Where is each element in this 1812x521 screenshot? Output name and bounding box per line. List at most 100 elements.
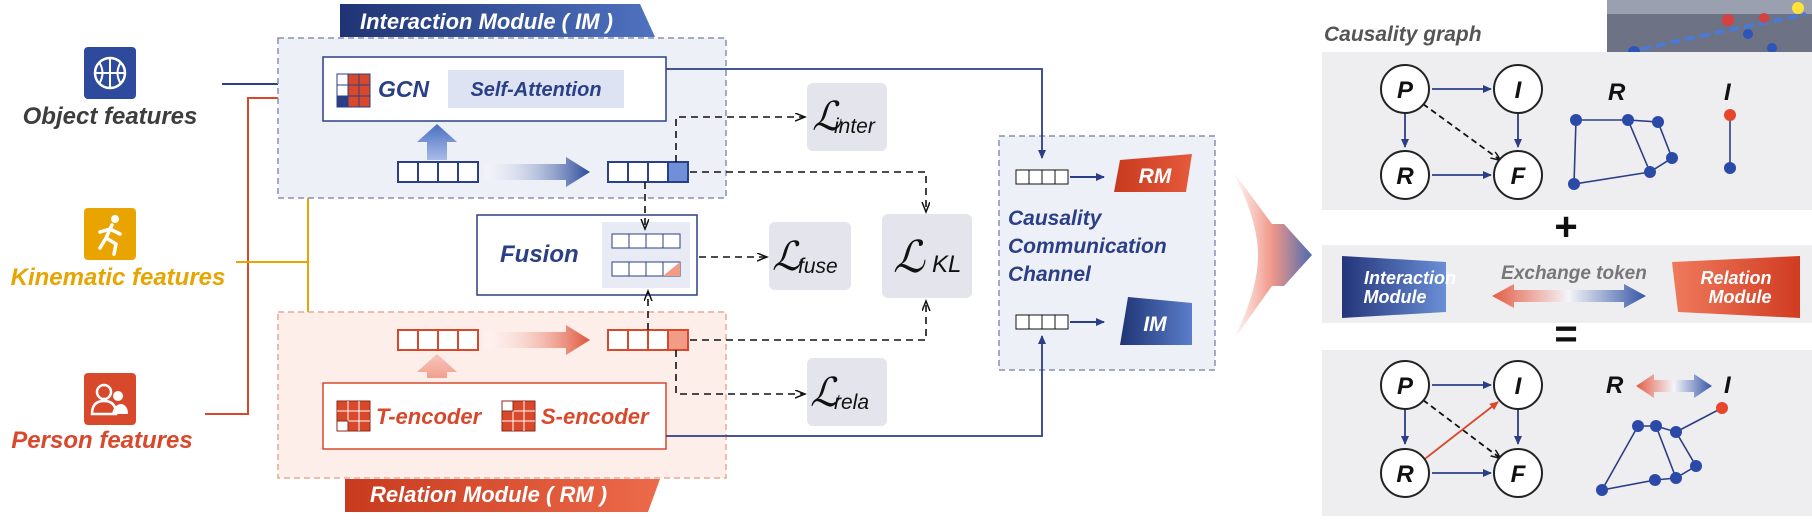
rm-token-sequence-1 [397, 329, 479, 351]
bottom-node-i: I [1493, 360, 1543, 410]
bottom-causal-graph [1401, 381, 1522, 477]
person-features-label: Person features [11, 427, 192, 454]
interaction-module-chip-line2: Module [1364, 287, 1427, 307]
t-encoder-matrix-icon [336, 400, 371, 432]
im-token-sequence-1 [397, 161, 479, 183]
object-features-label: Object features [23, 103, 198, 130]
t-encoder-label: T-encoder [376, 404, 483, 429]
ri-right-label: I [1724, 372, 1732, 399]
relation-module-chip-line1: Relation [1700, 268, 1771, 288]
fusion-label: Fusion [500, 241, 579, 268]
relation-module-chip-line2: Module [1709, 287, 1772, 307]
self-attention-block [448, 70, 624, 108]
im-token-sequence-2 [607, 161, 689, 183]
s-encoder-label: S-encoder [541, 404, 650, 429]
svg-text:R: R [1396, 461, 1414, 488]
ccc-rm-token [1015, 169, 1069, 185]
interaction-module: Interaction Module ( IM ) GCN Self-Atten… [277, 4, 727, 199]
top-node-p: P [1380, 64, 1430, 114]
loss-fuse: ℒ fuse [769, 222, 851, 290]
kinematic-features-label: Kinematic features [11, 264, 226, 291]
relation-module-banner [345, 479, 660, 512]
self-attention-label: Self-Attention [470, 79, 601, 101]
r-graph-label: R [1608, 79, 1626, 106]
encoder-up-arrow [417, 354, 457, 378]
people-icon [84, 373, 136, 425]
relation-module: Relation Module ( RM ) T-encoder S-en [277, 311, 727, 512]
interaction-module-chip [1342, 256, 1446, 318]
bottom-node-f: F [1493, 448, 1543, 498]
svg-text:R: R [1396, 163, 1414, 190]
gcn-matrix-icon [336, 73, 371, 108]
causality-channel: RM Causality Communication Channel IM [998, 135, 1216, 371]
big-transition-arrow [1232, 170, 1312, 342]
ccc-im-tag [1120, 297, 1192, 345]
loss-inter-symbol: ℒ [812, 95, 842, 139]
svg-text:I: I [1515, 77, 1523, 104]
object-features-input: Object features [23, 47, 198, 130]
loss-inter-box [807, 83, 887, 151]
loss-rela-symbol: ℒ [810, 371, 840, 415]
interaction-module-title: Interaction Module ( IM ) [360, 9, 613, 34]
top-node-r: R [1380, 150, 1430, 200]
fusion-block: Fusion [476, 214, 698, 296]
fusion-token-row-2 [611, 261, 681, 277]
rm-flow-arrow [484, 325, 590, 355]
relation-module-chip [1672, 256, 1800, 318]
s-encoder-matrix-icon [501, 400, 536, 432]
loss-inter-subscript: inter [834, 115, 876, 138]
running-person-icon [84, 208, 136, 260]
gcn-down-arrow [417, 124, 457, 160]
ccc-rm-tag [1114, 154, 1192, 192]
kinematic-features-input: Kinematic features [11, 208, 226, 291]
loss-kl: ℒ KL [882, 214, 972, 298]
fusion-token-panel [602, 222, 690, 288]
fusion-token-row-1 [611, 233, 681, 249]
r-relation-graph [1568, 114, 1678, 190]
loss-rela-box [807, 358, 887, 426]
exchange-arrow [1492, 284, 1646, 308]
ri-left-label: R [1606, 372, 1624, 399]
i-interaction-graph [1724, 109, 1736, 174]
loss-fuse-symbol: ℒ [772, 235, 802, 279]
interaction-module-banner [340, 4, 655, 37]
equals-sign: = [1554, 312, 1577, 356]
causality-graph-title: Causality graph [1324, 23, 1482, 46]
channel-connectors [666, 68, 1046, 437]
interaction-module-chip-line1: Interaction [1364, 268, 1456, 288]
encoder-block [322, 382, 667, 450]
loss-inter: ℒ inter [807, 83, 887, 151]
ccc-im-label: IM [1143, 313, 1167, 336]
svg-text:I: I [1515, 373, 1523, 400]
rm-token-sequence-2 [607, 329, 689, 351]
bottom-node-r: R [1380, 448, 1430, 498]
ccc-rm-label: RM [1139, 165, 1172, 188]
ccc-im-token [1015, 314, 1069, 330]
relation-module-title: Relation Module ( RM ) [370, 482, 607, 507]
ccc-title-line3: Channel [1008, 263, 1092, 286]
merged-relation-graph [1596, 402, 1728, 496]
ri-exchange-arrow [1636, 374, 1712, 398]
person-features-input: Person features [11, 373, 193, 454]
loss-fuse-box [769, 222, 851, 290]
loss-fuse-subscript: fuse [798, 255, 838, 278]
loss-kl-symbol: ℒ [893, 233, 926, 282]
exchange-token-label: Exchange token [1501, 263, 1647, 284]
causality-graph-panel: Causality graph P I [1322, 0, 1812, 516]
top-node-f: F [1493, 150, 1543, 200]
gcn-label: GCN [378, 76, 430, 102]
svg-text:P: P [1397, 373, 1414, 400]
loss-connectors [645, 117, 926, 394]
top-node-i: I [1493, 64, 1543, 114]
svg-text:F: F [1511, 163, 1527, 190]
i-graph-label: I [1724, 79, 1732, 106]
ccc-title-line2: Communication [1008, 235, 1167, 258]
svg-text:P: P [1397, 77, 1414, 104]
top-causal-graph [1401, 85, 1522, 179]
svg-text:F: F [1511, 461, 1527, 488]
bottom-node-p: P [1380, 360, 1430, 410]
loss-kl-subscript: KL [932, 251, 961, 278]
loss-kl-box [882, 214, 972, 298]
